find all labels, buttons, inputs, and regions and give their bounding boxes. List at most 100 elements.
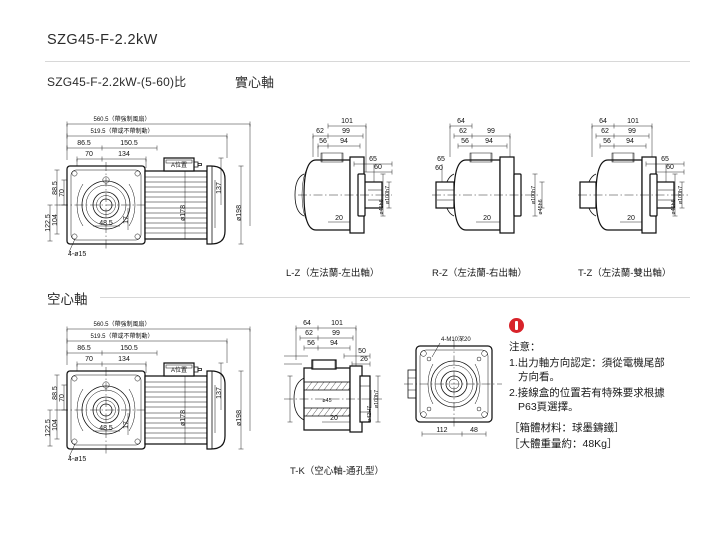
section-divider — [100, 297, 690, 298]
tz-dim-62: 62 — [601, 128, 609, 135]
rz-dim-56: 56 — [461, 138, 469, 145]
h-dim-137: 137 — [216, 387, 223, 399]
weight-note: ［大體重量約：48Kg］ — [509, 438, 618, 450]
h-dim-519: 519.5（帶或不帶制動） — [90, 332, 153, 340]
lz-dia-45h6: ø45h6 — [379, 199, 385, 214]
dim-134: 134 — [118, 151, 130, 158]
hollow-shaft-main-drawing: 560.5（帶強制風扇） 519.5（帶或不帶制動） 86.5 150.5 70… — [45, 320, 251, 463]
dia-198: ø198 — [236, 205, 243, 221]
h-dim-86-5: 86.5 — [77, 345, 91, 352]
dim-137: 137 — [216, 182, 223, 194]
flange-tap-callout: 4-M10深20 — [441, 335, 471, 343]
h-dim-150-5: 150.5 — [120, 345, 138, 352]
view-tz-drawing: 64 101 62 99 56 94 65 60 20 ø100h7 ø45h6 — [578, 118, 688, 234]
hole-callout: 4-ø15 — [68, 251, 86, 258]
shaft-type-label: 實心軸 — [235, 75, 275, 90]
notes-title: 注意： — [509, 341, 541, 353]
dim-104: 104 — [52, 214, 59, 226]
tk-dim-64: 64 — [303, 320, 311, 327]
lz-dim-94: 94 — [340, 138, 348, 145]
h-dim-70: 70 — [85, 356, 93, 363]
caption-lz: L-Z（左法蘭-左出軸） — [286, 268, 380, 279]
h-dim-88-5: 88.5 — [52, 386, 59, 400]
tk-dim-101: 101 — [331, 320, 343, 327]
dim-86-5: 86.5 — [77, 140, 91, 147]
rz-dim-94: 94 — [485, 138, 493, 145]
caption-tz: T-Z（左法蘭-雙出軸） — [578, 268, 672, 279]
tk-dia-42h7: ø42H7 — [367, 406, 373, 422]
rz-dia-100h7: ø100h7 — [531, 186, 537, 204]
flange-dim-48: 48 — [470, 427, 478, 434]
tz-dia-100h7: ø100h7 — [678, 186, 684, 204]
note-2-lead: 2.接線盒的位置若有特殊要求根據 — [509, 387, 665, 399]
tz-dim-99: 99 — [628, 128, 636, 135]
tk-dim-26: 26 — [360, 356, 368, 363]
section-heading-hollow-shaft: 空心軸 — [47, 292, 88, 307]
tz-dim-60: 60 — [666, 164, 674, 171]
caption-tk: T-K（空心軸-通孔型） — [290, 466, 384, 477]
view-lz-drawing: 101 99 94 62 56 65 60 20 ø100h7 ø45h6 — [294, 118, 393, 234]
housing-material-note: ［箱體材料：球墨鑄鐵］ — [509, 422, 625, 434]
dim-88-5: 88.5 — [52, 181, 59, 195]
h-dim-134: 134 — [118, 356, 130, 363]
rz-dim-20: 20 — [483, 215, 491, 222]
view-flange-end-drawing: 112 48 4-M10深20 — [404, 335, 502, 437]
tk-dim-50: 50 — [358, 348, 366, 355]
rz-dim-99: 99 — [487, 128, 495, 135]
note-1-lead: 1.出力軸方向認定：須從電機尾部 — [509, 357, 665, 369]
flange-dim-112: 112 — [436, 427, 447, 434]
notes-panel: 注意： 1.出力軸方向認定：須從電機尾部 方向看。 2.接線盒的位置若有特殊要求… — [509, 318, 709, 452]
dia-178: ø178 — [180, 205, 187, 221]
caption-rz: R-Z（左法蘭-右出軸） — [432, 268, 527, 279]
tk-dia-100h7: ø100h7 — [374, 390, 380, 408]
h-dim-17: 17 — [123, 421, 130, 429]
tk-dia-45: ø45 — [322, 398, 331, 404]
lz-dim-62: 62 — [316, 128, 324, 135]
tk-dim-62: 62 — [305, 330, 313, 337]
lz-dim-56: 56 — [319, 138, 327, 145]
h-dim-104: 104 — [52, 419, 59, 431]
lz-dia-100h7: ø100h7 — [385, 186, 391, 204]
h-dim-560: 560.5（帶強制風扇） — [93, 320, 150, 328]
tk-dim-56: 56 — [307, 340, 315, 347]
h-dim-70-vert: 70 — [59, 394, 66, 402]
note-2-cont: P63頁選擇。 — [518, 401, 579, 413]
tk-dim-99: 99 — [332, 330, 340, 337]
tz-dim-94: 94 — [626, 138, 634, 145]
dim-48-5: 48.5 — [99, 220, 113, 227]
header-divider — [45, 61, 690, 62]
view-tk-drawing: 64 101 62 99 56 94 50 26 20 ø45 ø100h7 ø… — [284, 320, 382, 433]
page-title: SZG45-F-2.2kW — [47, 32, 158, 48]
tk-dim-20: 20 — [330, 415, 338, 422]
tz-dia-45h6: ø45h6 — [671, 199, 677, 214]
note-item: 2.接線盒的位置若有特殊要求根據 P63頁選擇。 — [509, 386, 709, 414]
lz-dim-65: 65 — [369, 156, 377, 163]
solid-shaft-main-drawing: 560.5（帶強制風扇） 519.5（帶或不帶制動） 86.5 150.5 70… — [45, 115, 251, 258]
h-hole-callout: 4-ø15 — [68, 456, 86, 463]
lz-dim-20: 20 — [335, 215, 343, 222]
warning-exclamation-icon — [509, 318, 524, 333]
tz-dim-64: 64 — [599, 118, 607, 125]
dim-560: 560.5（帶強制風扇） — [93, 115, 150, 123]
h-dia-178: ø178 — [180, 410, 187, 426]
tz-dim-65: 65 — [661, 156, 669, 163]
h-dia-198: ø198 — [236, 410, 243, 426]
dim-150-5: 150.5 — [120, 140, 138, 147]
lz-dim-101: 101 — [341, 118, 353, 125]
dim-519: 519.5（帶或不帶制動） — [90, 127, 153, 135]
rz-dim-60: 60 — [435, 165, 443, 172]
h-dim-48-5: 48.5 — [99, 425, 113, 432]
tk-dim-94: 94 — [330, 340, 338, 347]
dim-122-5: 122.5 — [45, 214, 52, 232]
lz-dim-60: 60 — [374, 164, 382, 171]
dim-70-vert: 70 — [59, 189, 66, 197]
note-item: 1.出力軸方向認定：須從電機尾部 方向看。 — [509, 356, 709, 384]
h-dim-122-5: 122.5 — [45, 419, 52, 437]
model-ratio-label: SZG45-F-2.2kW-(5-60)比 — [47, 75, 187, 89]
h-terminal-box-label: A位置 — [171, 366, 187, 374]
lz-dim-99: 99 — [342, 128, 350, 135]
tz-dim-20: 20 — [627, 215, 635, 222]
dim-70: 70 — [85, 151, 93, 158]
rz-dim-64: 64 — [457, 118, 465, 125]
